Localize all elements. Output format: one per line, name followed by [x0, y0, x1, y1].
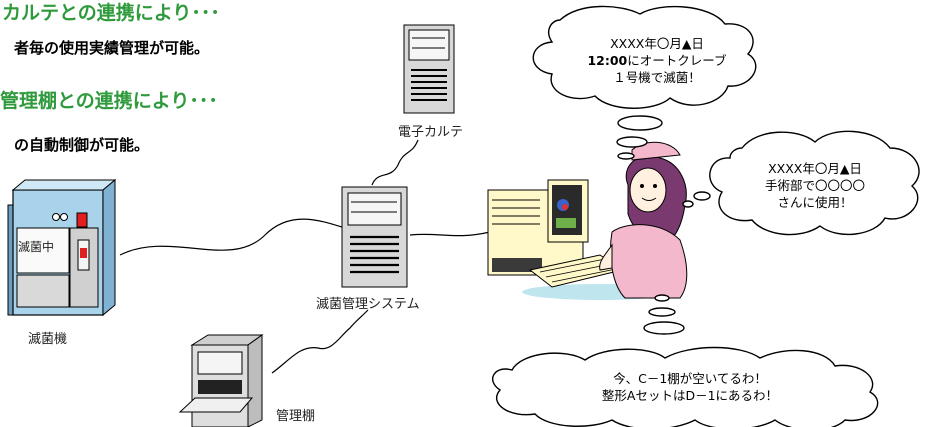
sterilizer-indicator-text: OO — [50, 210, 64, 220]
cloud-3-trail-2 — [648, 307, 676, 317]
cloud-1-line-3: １号機で滅菌！ — [613, 70, 701, 85]
sterilizer-illustration — [7, 178, 117, 317]
ehr-server-illustration — [403, 24, 455, 114]
cloud-2-line-3: さんに使用！ — [777, 195, 853, 210]
cloud-3-trail-3 — [643, 321, 685, 335]
cloud-3-trail-1 — [654, 294, 670, 302]
cloud-1-line-2: 12:00にオートクレーブ — [572, 52, 742, 69]
cloud-3-text: 今、C－1棚が空いてるわ！ 整形AセットはD－1にあるわ！ — [560, 370, 820, 404]
cloud-1-text: XXXX年〇月▲日 12:00にオートクレーブ １号機で滅菌！ — [572, 35, 742, 86]
connection-lines — [119, 139, 491, 374]
cloud-2-line-1: XXXX年〇月▲日 — [768, 161, 862, 176]
shelf-illustration — [178, 334, 264, 427]
system-server-illustration — [341, 186, 408, 288]
cloud-2-trail-2 — [682, 200, 694, 208]
heading-shelf-description: の自動制御が可能。 — [14, 136, 150, 154]
cloud-3-line-1: 今、C－1棚が空いてるわ！ — [613, 371, 767, 386]
sterilizer-display-text: 滅菌中 — [18, 240, 55, 254]
cloud-1-trail-2 — [616, 136, 648, 148]
cloud-3-line-2: 整形AセットはD－1にあるわ！ — [601, 388, 779, 403]
cloud-1-time: 12:00 — [587, 53, 628, 68]
line-system-shelf — [271, 309, 369, 374]
heading-shelf-link: 管理棚との連携により･･･ — [0, 90, 218, 112]
cloud-1-line-1: XXXX年〇月▲日 — [610, 36, 704, 51]
cloud-2-line-2: 手術部で〇〇〇〇 — [764, 178, 865, 193]
cloud-2-text: XXXX年〇月▲日 手術部で〇〇〇〇 さんに使用！ — [745, 160, 885, 211]
heading-ehr-description: 者毎の使用実績管理が可能。 — [14, 39, 210, 57]
cloud-2-shape — [709, 130, 920, 236]
cloud-1-shape — [532, 5, 757, 109]
thought-bubbles — [492, 5, 920, 427]
cloud-1-trail-1 — [617, 115, 663, 131]
sterilizer-label: 滅菌機 — [28, 332, 68, 347]
line-sterilizer-system — [119, 218, 346, 256]
cloud-1-trail-3 — [617, 152, 635, 160]
shelf-label: 管理棚 — [276, 409, 316, 424]
line-system-computer — [409, 231, 491, 237]
heading-ehr-link: カルテとの連携により･･･ — [2, 2, 220, 24]
system-label: 滅菌管理システム — [316, 297, 420, 312]
cloud-2-trail-1 — [693, 191, 711, 201]
ehr-label: 電子カルテ — [398, 125, 464, 140]
operator-with-computer-illustration — [487, 141, 688, 300]
line-system-ehr — [371, 139, 419, 186]
cloud-3-shape — [492, 346, 879, 427]
cloud-1-line-2-rest: にオートクレーブ — [627, 53, 727, 68]
